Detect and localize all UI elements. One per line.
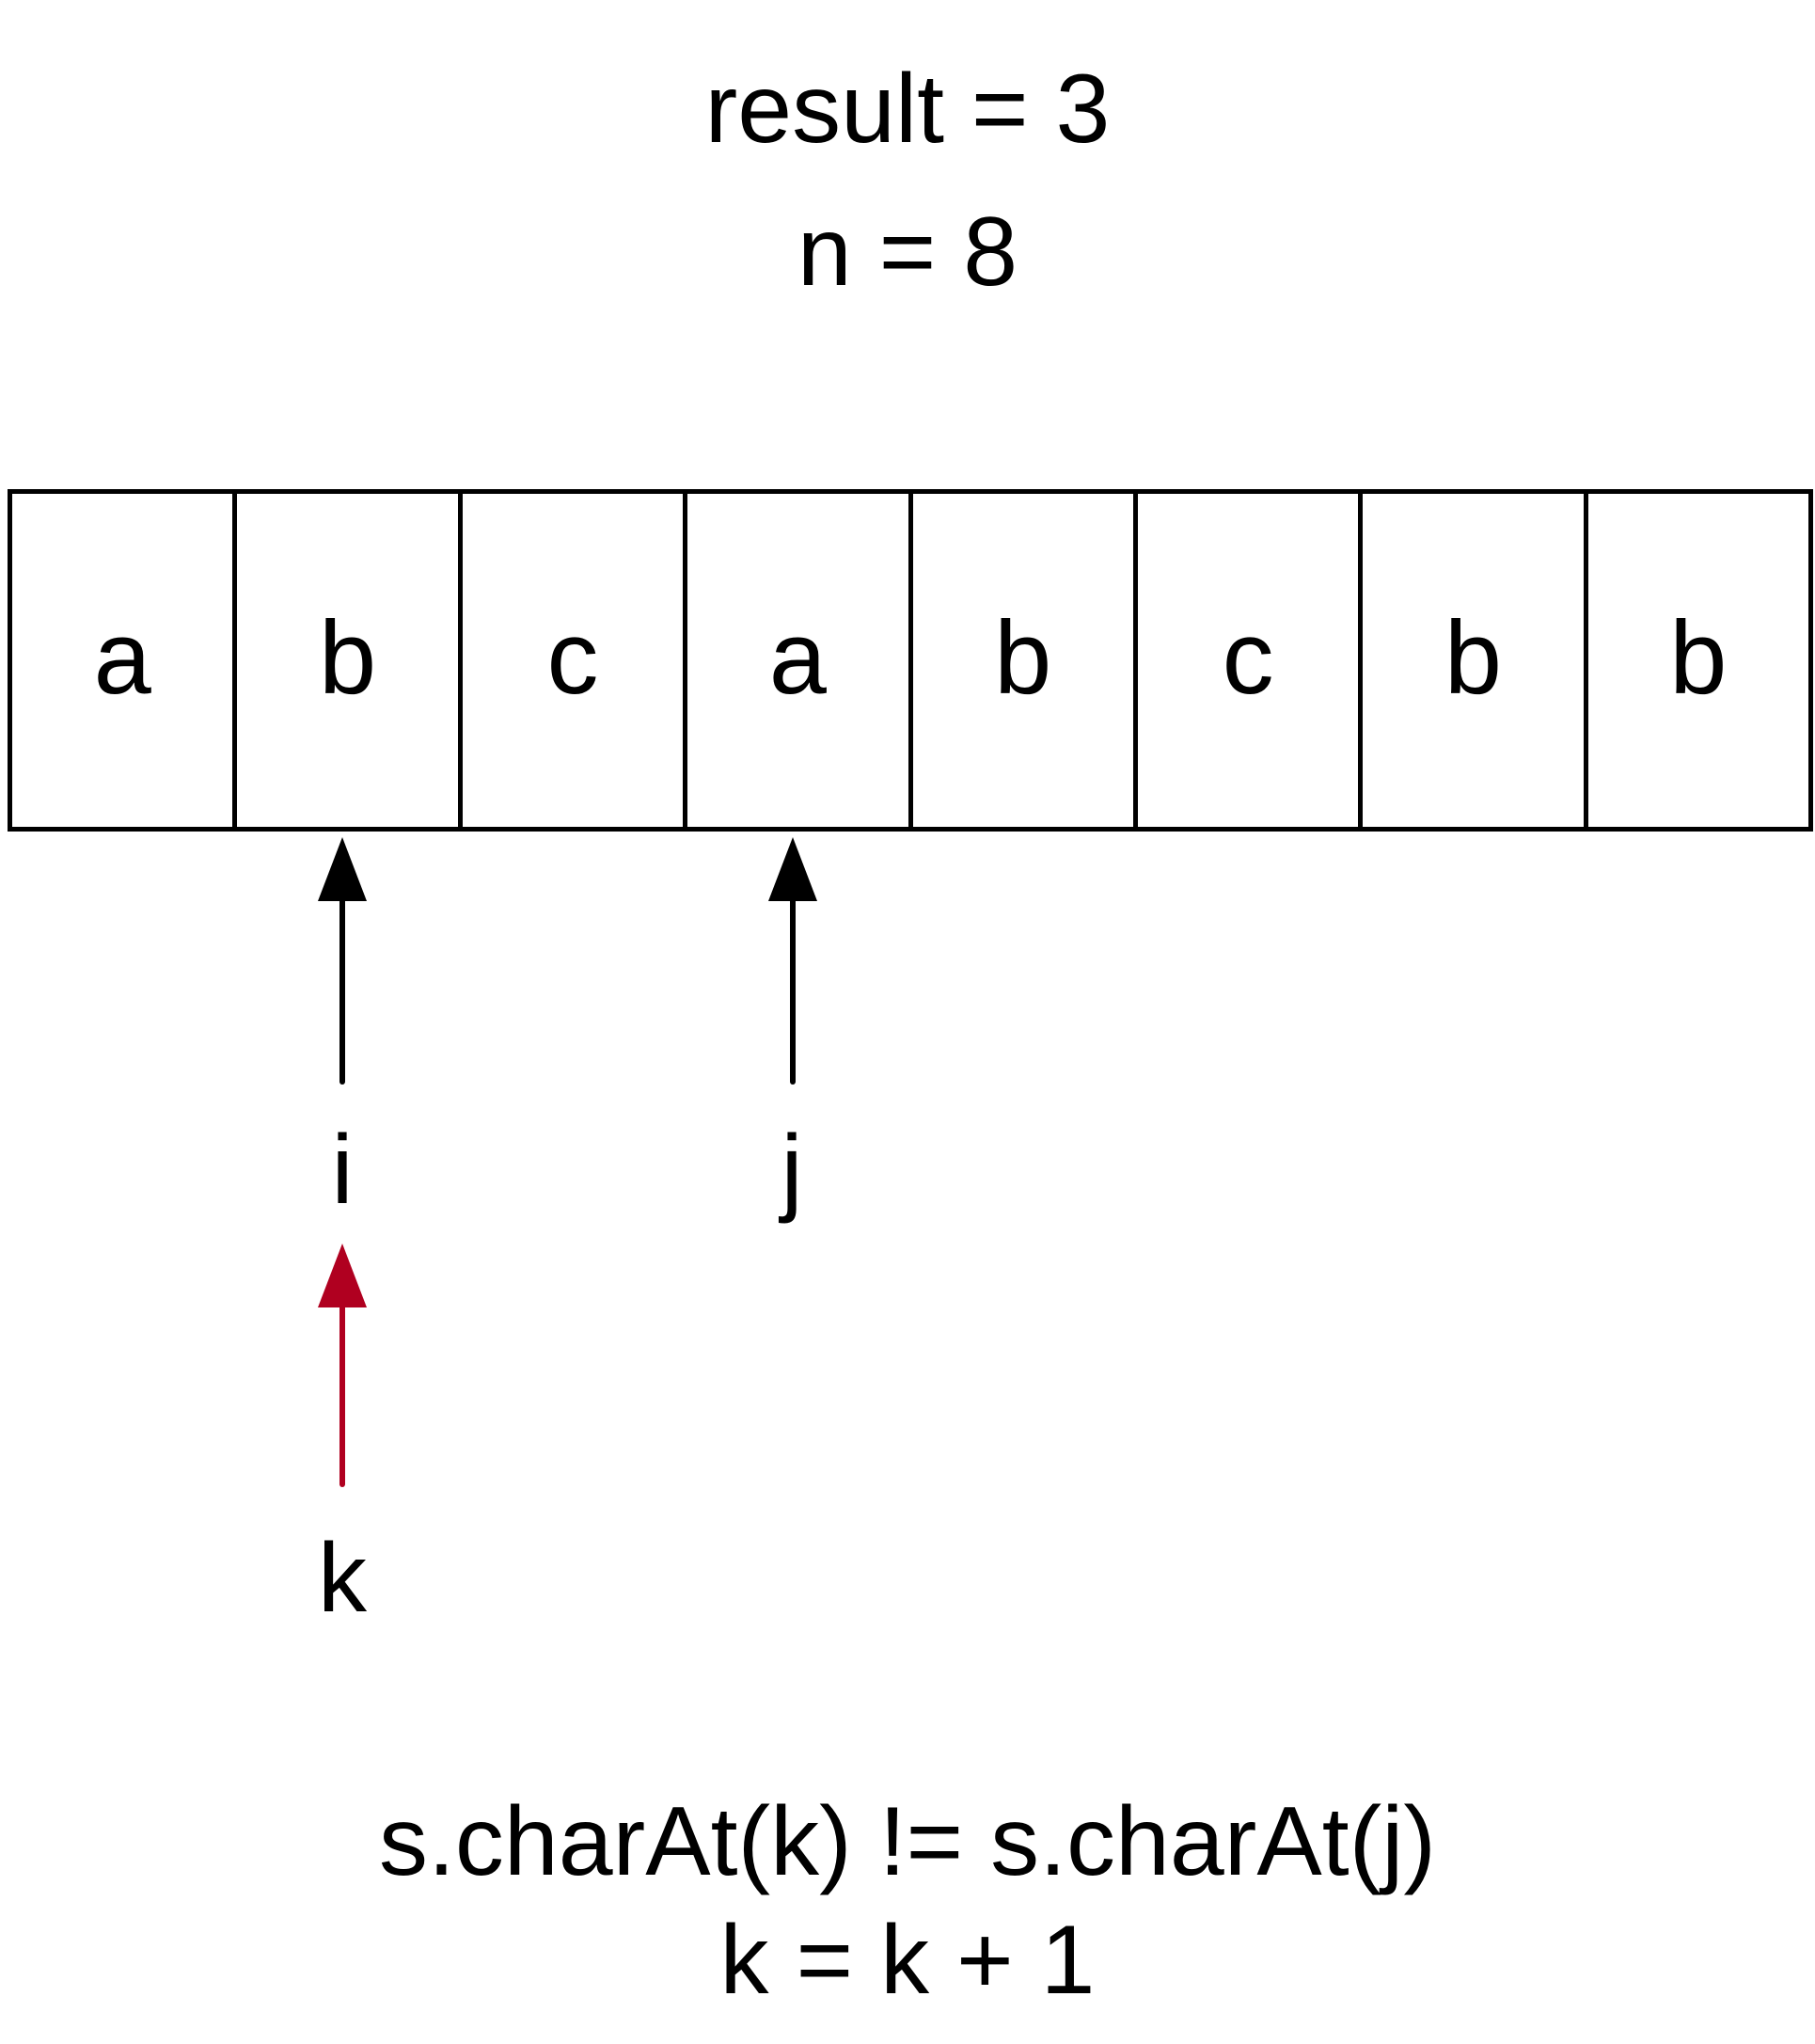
- array-cell-5: c: [1138, 494, 1364, 827]
- result-value: result = 3: [704, 55, 1111, 164]
- pointer-label-i: i: [331, 1116, 354, 1225]
- arrow-head-j: [768, 837, 817, 901]
- arrow-head-i: [318, 837, 367, 901]
- length-value: n = 8: [797, 198, 1018, 307]
- arrow-head-k: [318, 1244, 367, 1307]
- array-cell-6: b: [1363, 494, 1588, 827]
- pointer-label-k: k: [318, 1524, 367, 1633]
- pointer-arrow-j: [768, 837, 817, 1085]
- pointer-arrow-i: [318, 837, 367, 1085]
- array-cell-4: b: [913, 494, 1138, 827]
- code-statement: k = k + 1: [719, 1906, 1096, 2015]
- pointer-arrow-k: [318, 1244, 367, 1487]
- pointer-label-j: j: [781, 1116, 803, 1225]
- array-cell-7: b: [1588, 494, 1813, 827]
- string-array: a b c a b c b b: [8, 489, 1813, 832]
- array-cell-1: b: [237, 494, 463, 827]
- array-cell-2: c: [463, 494, 688, 827]
- array-cell-3: a: [687, 494, 913, 827]
- code-condition: s.charAt(k) != s.charAt(j): [379, 1787, 1436, 1896]
- array-cell-0: a: [12, 494, 238, 827]
